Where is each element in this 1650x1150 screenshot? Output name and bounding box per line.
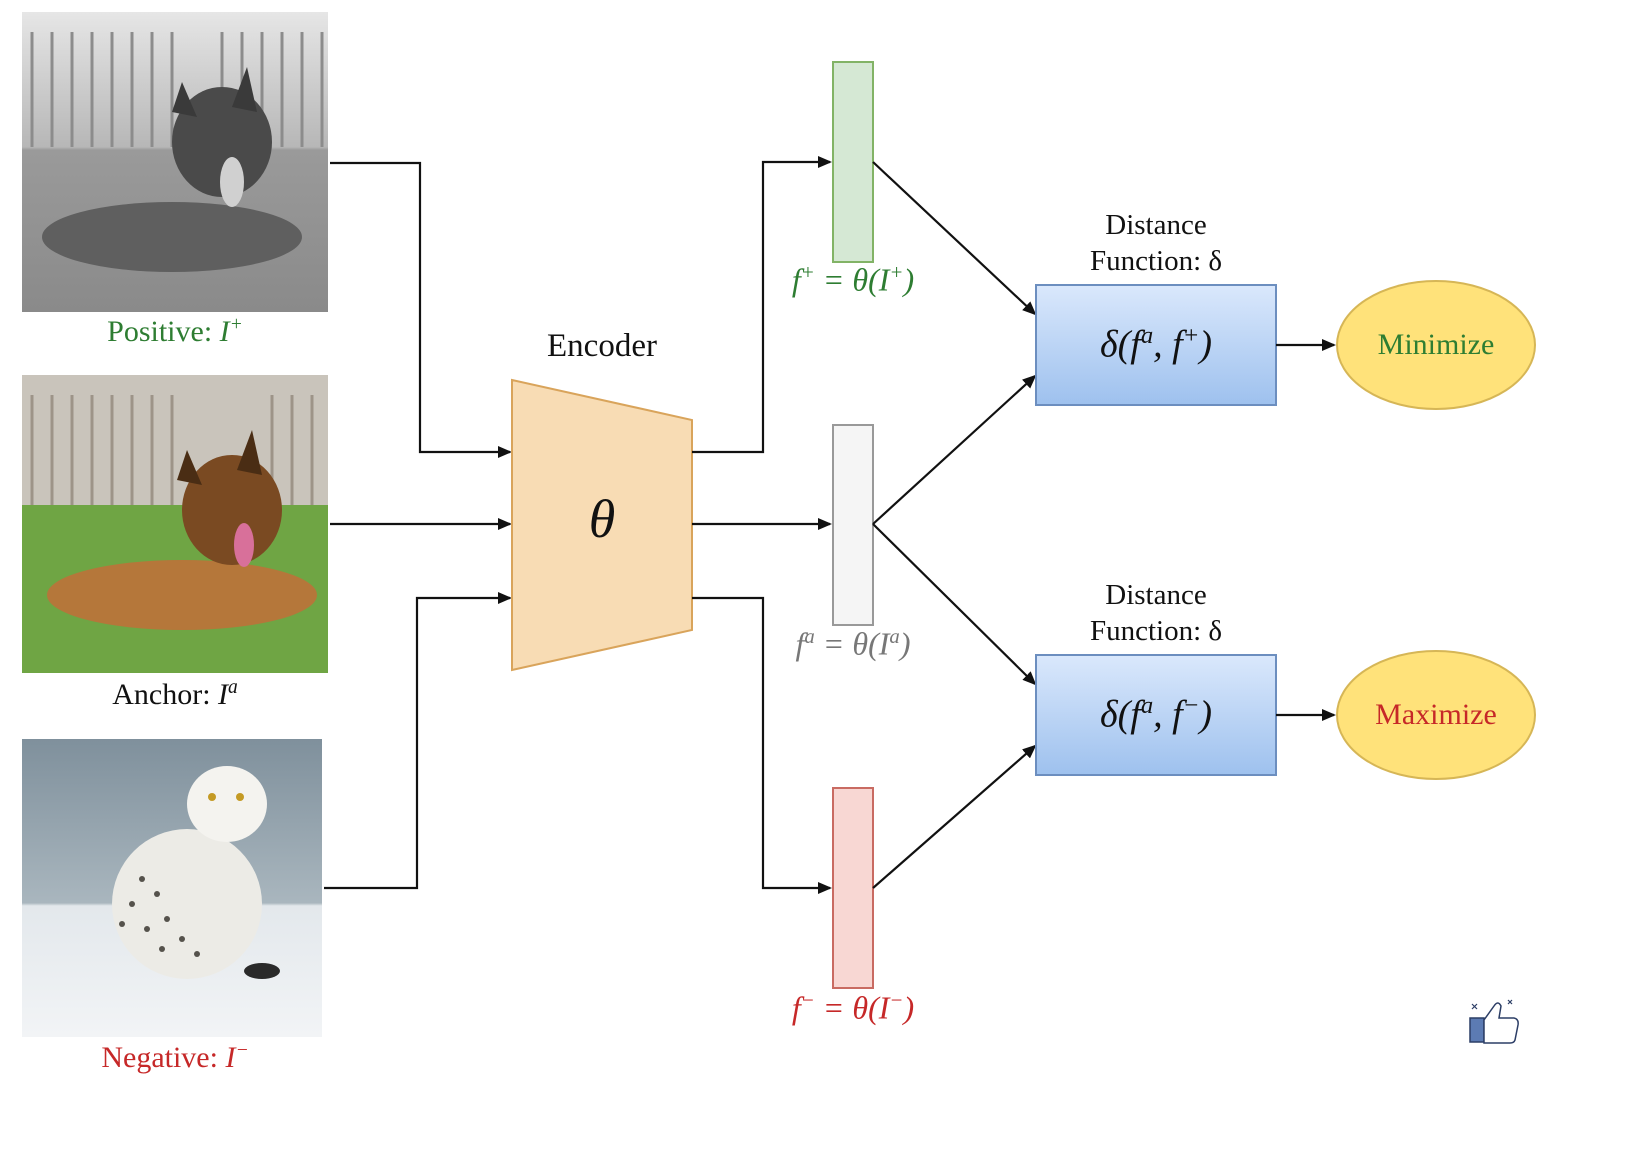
- connector-positive-to-encoder: [330, 161, 512, 458]
- distance-box-positive: [1035, 284, 1277, 406]
- anchor-image: [22, 375, 328, 673]
- anchor-image-label: Anchor: Ia: [22, 677, 328, 711]
- connector-negative-to-encoder: [324, 592, 512, 890]
- encoder-theta-symbol: θ: [588, 489, 616, 549]
- encoder-title: Encoder: [547, 328, 657, 364]
- distance-top-title: Distance Function: δ: [1089, 209, 1223, 277]
- negative-image: [22, 739, 322, 1037]
- distance-bottom-formula: δ(fa, f−): [1099, 692, 1213, 736]
- maximize-ellipse: [1336, 650, 1536, 780]
- negative-feature-label: f− = θ(I−): [791, 989, 915, 1026]
- anchor-label-text: Anchor:: [112, 678, 211, 711]
- thumbs-up-icon: [1469, 999, 1519, 1044]
- connector-encoder-to-negative-feature: [692, 596, 832, 894]
- positive-image: [22, 12, 328, 312]
- negative-feature-vector: [832, 787, 874, 989]
- positive-image-label: Positive: I+: [22, 314, 328, 348]
- maximize-label: Maximize: [1375, 698, 1497, 731]
- connector-positive-to-distance-top: [872, 161, 1037, 316]
- anchor-label-symbol: Ia: [218, 677, 238, 711]
- anchor-feature-label: fa = θ(Ia): [795, 625, 911, 662]
- positive-feature-vector: [832, 61, 874, 263]
- encoder-block: [511, 378, 693, 672]
- negative-label-symbol: I−: [225, 1040, 249, 1074]
- positive-label-symbol: I+: [219, 314, 243, 348]
- connector-anchor-to-distance-top: [872, 374, 1037, 525]
- distance-bottom-title: Distance Function: δ: [1089, 579, 1223, 647]
- negative-image-label: Negative: I−: [22, 1040, 328, 1074]
- distance-top-formula: δ(fa, f+): [1099, 322, 1213, 366]
- minimize-label: Minimize: [1377, 328, 1495, 361]
- positive-feature-label: f+ = θ(I+): [791, 261, 915, 298]
- positive-label-text: Positive:: [107, 315, 213, 348]
- anchor-feature-vector: [832, 424, 874, 626]
- connector-encoder-to-positive-feature: [692, 156, 832, 454]
- distance-box-negative: [1035, 654, 1277, 776]
- connector-anchor-to-distance-bottom: [872, 523, 1037, 686]
- negative-label-text: Negative:: [101, 1041, 218, 1074]
- minimize-ellipse: [1336, 280, 1536, 410]
- connector-negative-to-distance-bottom: [872, 744, 1037, 889]
